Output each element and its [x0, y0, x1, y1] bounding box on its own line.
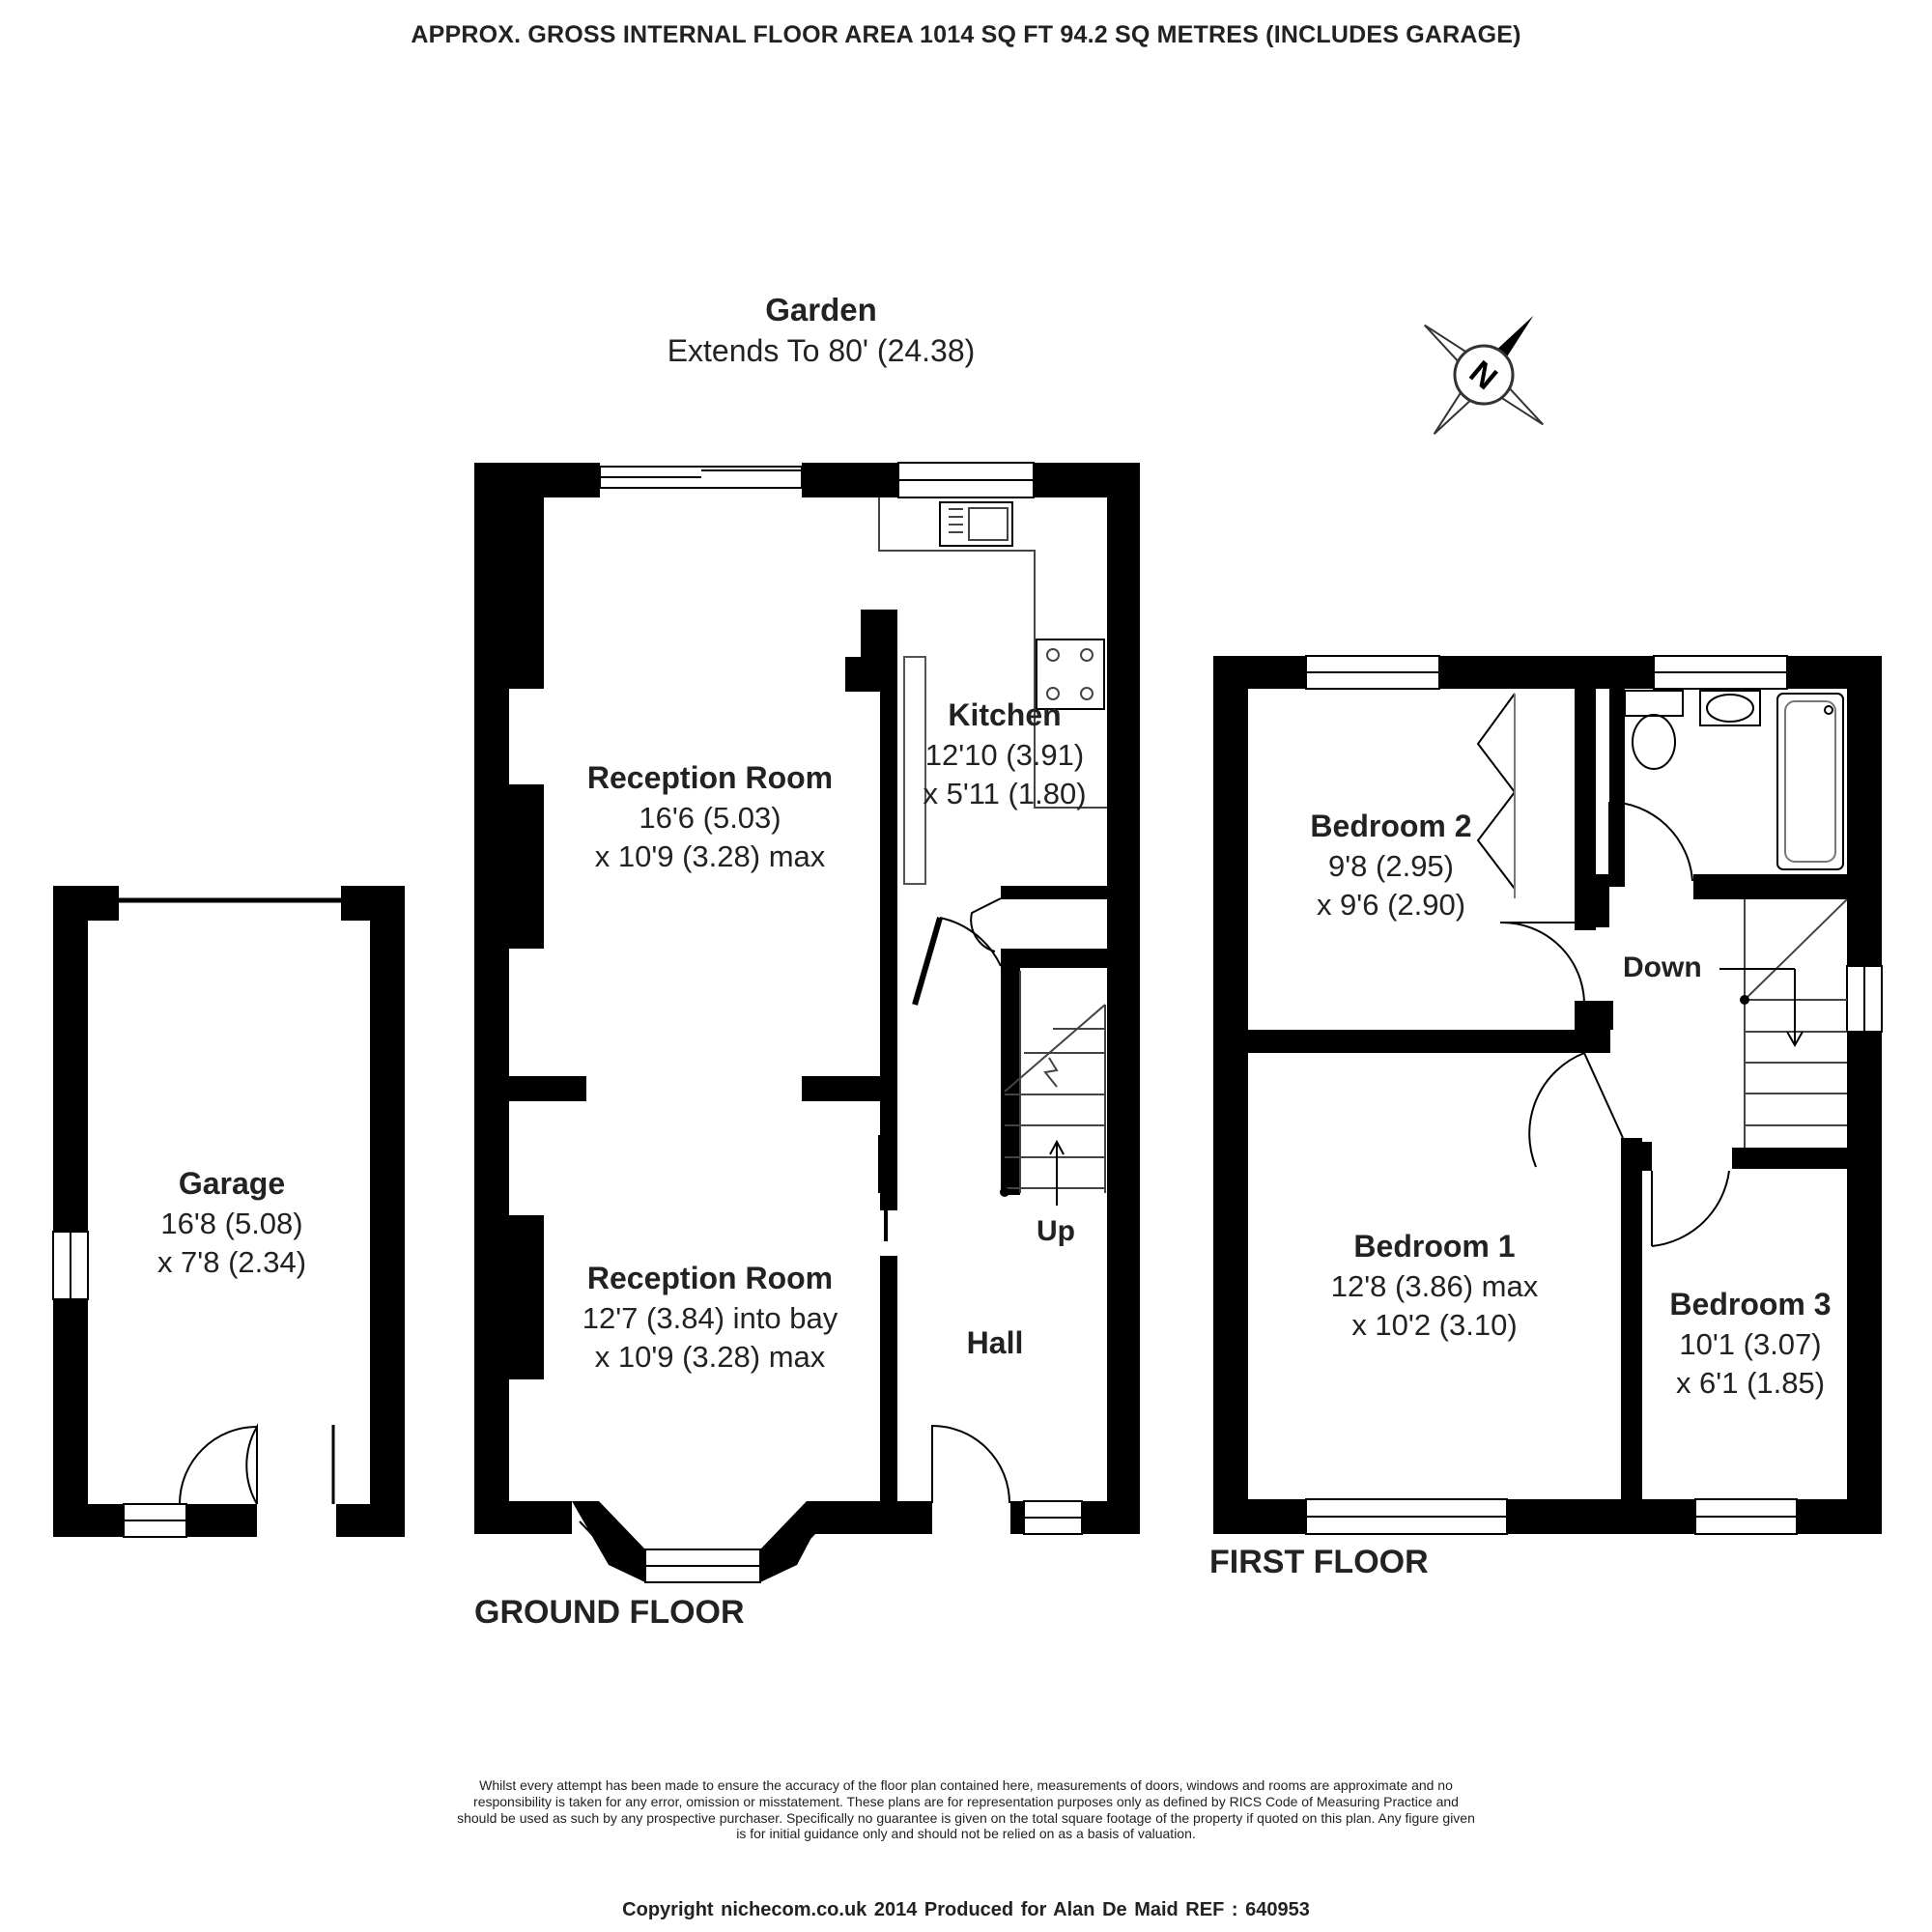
room-label-hall: Hall [927, 1323, 1063, 1364]
ground-floor-fixtures [579, 462, 1107, 1583]
room-name: Bedroom 3 [1669, 1287, 1832, 1321]
room-label-kitchen: Kitchen 12'10 (3.91) x 5'11 (1.80) [889, 696, 1121, 813]
garden-extent: Extends To 80' (24.38) [667, 332, 976, 368]
disclaimer-text: Whilst every attempt has been made to en… [457, 1777, 1475, 1842]
copyright-footer: Copyright nichecom.co.uk 2014 Produced f… [622, 1899, 1310, 1920]
room-dimension: 12'8 (3.86) max [1330, 1268, 1539, 1303]
room-name: Garage [178, 1166, 286, 1201]
room-label-reception-front: Reception Room 12'7 (3.84) into bay x 10… [541, 1259, 879, 1377]
room-name: Bedroom 1 [1353, 1229, 1516, 1264]
first-floor-fixtures [1305, 655, 1883, 1535]
room-dimension: x 7'8 (2.34) [156, 1244, 307, 1279]
ground-floor-walls [474, 463, 1140, 1582]
room-dimension: x 10'9 (3.28) max [594, 838, 826, 873]
room-label-garage: Garage 16'8 (5.08) x 7'8 (2.34) [116, 1164, 348, 1282]
room-name: Bedroom 2 [1310, 809, 1472, 843]
room-dimension: 12'10 (3.91) [924, 737, 1085, 772]
room-name: Reception Room [586, 760, 834, 795]
room-label-bedroom-2: Bedroom 2 9'8 (2.95) x 9'6 (2.90) [1256, 807, 1526, 924]
stairs-down-label: Down [1623, 952, 1702, 983]
room-dimension: 16'6 (5.03) [639, 800, 781, 835]
room-dimension: x 10'2 (3.10) [1351, 1307, 1518, 1342]
room-label-reception-rear: Reception Room 16'6 (5.03) x 10'9 (3.28)… [551, 758, 869, 876]
room-dimension: 12'7 (3.84) into bay [582, 1300, 838, 1335]
room-label-bedroom-1: Bedroom 1 12'8 (3.86) max x 10'2 (3.10) [1294, 1227, 1575, 1345]
floor-area-header: APPROX. GROSS INTERNAL FLOOR AREA 1014 S… [411, 21, 1521, 48]
room-label-bedroom-3: Bedroom 3 10'1 (3.07) x 6'1 (1.85) [1654, 1285, 1847, 1403]
room-name: Kitchen [948, 697, 1062, 732]
room-dimension: 9'8 (2.95) [1328, 848, 1454, 883]
garage-fixtures [52, 897, 341, 1538]
first-floor-label: FIRST FLOOR [1209, 1544, 1429, 1580]
room-dimension: 16'8 (5.08) [160, 1206, 303, 1240]
garage-walls [53, 886, 405, 1537]
room-dimension: x 5'11 (1.80) [923, 776, 1087, 810]
room-dimension: x 9'6 (2.90) [1316, 887, 1466, 922]
room-name: Reception Room [586, 1261, 834, 1295]
stairs-up-label: Up [1037, 1215, 1075, 1247]
room-dimension: 10'1 (3.07) [1679, 1326, 1822, 1361]
room-name: Hall [966, 1325, 1024, 1360]
north-arrow-compass-icon [1423, 315, 1545, 436]
room-dimension: x 6'1 (1.85) [1675, 1365, 1826, 1400]
garden-label: Garden Extends To 80' (24.38) [580, 290, 1063, 371]
ground-floor-label: GROUND FLOOR [474, 1594, 745, 1631]
room-dimension: x 10'9 (3.28) max [594, 1339, 826, 1374]
first-floor-walls [1213, 656, 1882, 1534]
garden-name: Garden [765, 292, 877, 327]
